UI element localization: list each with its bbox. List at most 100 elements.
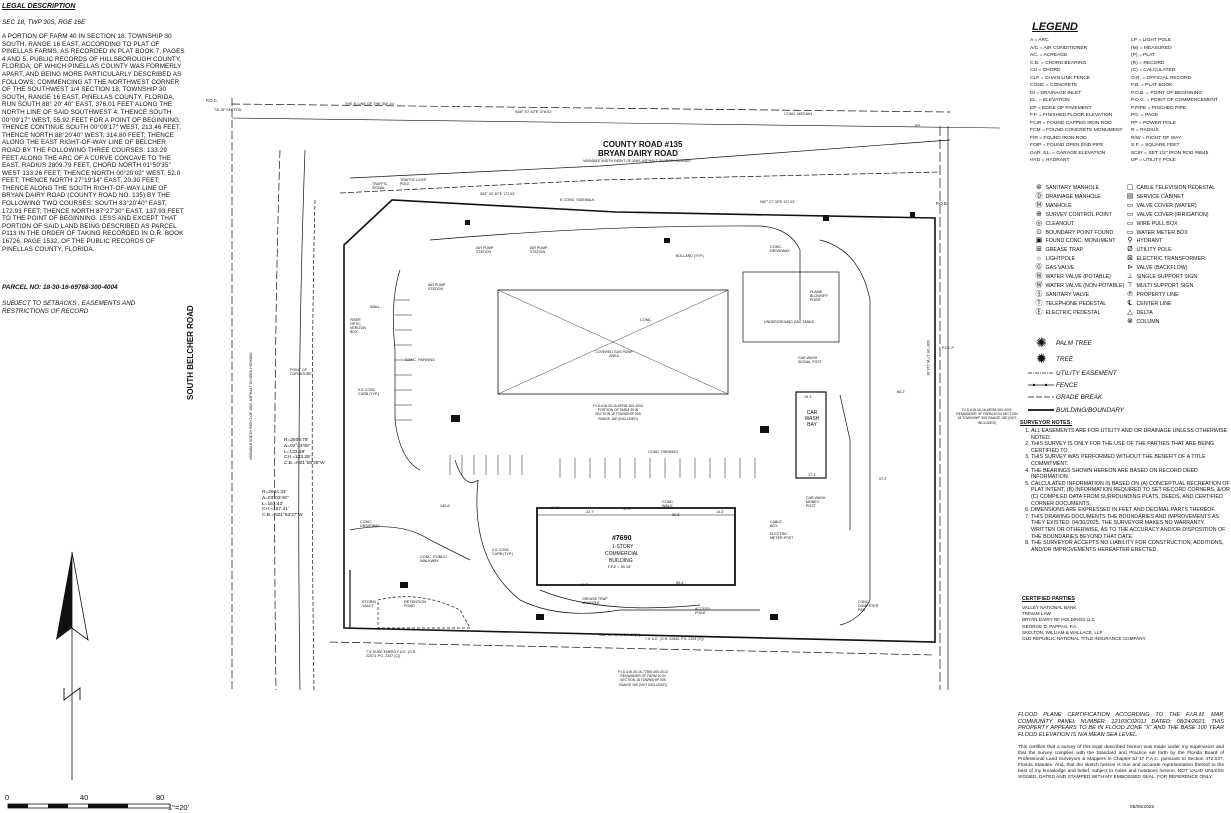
conc-walk-label: CONC. WALK	[662, 500, 675, 508]
curve-data-line: Δ=03°03'49"	[262, 495, 289, 501]
legend-symbol-label: WIRE PULL BOX	[1135, 220, 1178, 227]
conc-label: CONC.	[640, 318, 653, 322]
scale-eighty: 80	[156, 793, 165, 802]
legend-symbol-item: Ⓔ ELECTRIC PEDESTAL	[1034, 309, 1134, 318]
dim-55-4: 55.4'	[676, 581, 685, 585]
building-use: COMMERCIAL	[605, 551, 639, 557]
dim-17-2: 17.2'	[623, 507, 632, 511]
legend-symbol-item: ⚲ HYDRANT	[1125, 237, 1231, 246]
legend-symbol-label: ELECTRIC TRANSFORMER	[1135, 256, 1205, 263]
legend-symbol-item: ▭ VALVE COVER (WATER)	[1125, 202, 1231, 211]
legend-symbol-item: ⊥ SINGLE SUPPORT SIGN	[1125, 273, 1231, 282]
scale-zero: 0	[5, 793, 10, 802]
legend-symbol-label: VALVE (BACKFLOW)	[1135, 265, 1188, 272]
legend-symbol-label: VALVE COVER (IRRIGATION)	[1135, 211, 1209, 218]
curve-data-line: R=2944.33'	[262, 490, 287, 495]
legend-symbol-icon: Ⓦ	[1035, 273, 1043, 281]
building-stories: 1-STORY	[612, 544, 634, 550]
air-pump-2: AIR PUMP STATION	[476, 246, 494, 254]
legend-symbol-icon: ⊳	[1127, 264, 1133, 272]
curve-data-line: Δ=02°43'08"	[284, 443, 311, 449]
legend-symbol-item: ⊗ COLUMN	[1125, 318, 1231, 327]
legend-symbol-item: Ⓜ MANHOLE	[1034, 202, 1134, 211]
legend-symbol-icon: Ⓖ	[1035, 264, 1043, 272]
bollard-label: BOLLARD (TYP.)	[676, 254, 704, 258]
legal-section-line: SEC 18, TWP 30S, RGE 16E	[2, 19, 86, 26]
electric-meter-label: ELECTRIC METER POST	[770, 532, 794, 540]
legend-symbol-item: ☼ LIGHTPOLE	[1034, 255, 1134, 264]
legend-symbol-label: LIGHTPOLE	[1044, 256, 1076, 263]
parcel-east-label: P.I.D.#18-30-16-69768-300-4002 REMAINDER…	[956, 408, 1018, 425]
tree-icon: ✹	[1036, 351, 1047, 366]
legend-symbol-icon: ☼	[1035, 255, 1043, 263]
legend-abbrev-item: EL. = ELEVATION	[1030, 98, 1070, 103]
legend-abbrev-item: P.O.C. = POINT OF COMMENCEMENT	[1131, 98, 1218, 103]
sidewalk-label: 6' CONC. SIDEWALK	[560, 198, 595, 202]
dim-44-7: 44.7'	[580, 583, 589, 587]
legend-symbol-icon: Ⓔ	[1035, 308, 1043, 316]
dim-66-2: 66.2'	[897, 390, 906, 394]
legend-symbol-item: ⊳ VALVE (BACKFLOW)	[1125, 264, 1231, 273]
legend-symbol-icon: ⊠	[1127, 255, 1133, 263]
legend-symbol-item: ▭ WIRE PULL BOX	[1125, 220, 1231, 229]
pclp-label: P.C.L.P.	[942, 346, 955, 350]
conc-public-walkway: CONC. PUBLIC WALKWAY	[420, 555, 448, 563]
dim-140-6: 140.6'	[440, 504, 451, 508]
legend-abbrev-item: C.B. = CHORD BEARING	[1030, 60, 1087, 66]
top-bearing-label: S88° 20' 40"E 376.01'	[515, 110, 552, 114]
canopy-label: COVERED GAS PUMP AREA	[595, 350, 633, 358]
certified-party: GEORGE D. PAPPAS, P.A.	[1022, 623, 1078, 629]
legend-abbrev-item: PP = POWER POLE	[1131, 120, 1176, 126]
curve-data-line: C.B.=N01°53'27"W	[262, 513, 303, 519]
dim-57-2: 57.2'	[879, 477, 888, 481]
legend-abbrev-item: CH = CHORD	[1030, 68, 1061, 73]
dumpster-pad-label: CONC. DUMPSTER PAD	[858, 600, 879, 612]
legend-symbol-item: ℄ CENTER LINE	[1125, 300, 1231, 309]
legend-symbol-label: HYDRANT	[1135, 238, 1163, 245]
road-description: VARIABLE WIDTH RIGHT-OF-WAY, ASPHALT DIV…	[583, 159, 691, 163]
certified-party: VALLEY NATIONAL BANK	[1022, 605, 1077, 610]
legend-palm-tree: PALM TREE	[1056, 340, 1092, 347]
legend-symbol-icon: Ⓢ	[1035, 290, 1043, 298]
curve-data-line: C.B.=N01°50'35"W	[284, 461, 325, 467]
legend-abbrev-item: O.R. = OFFICIAL RECORD	[1131, 75, 1192, 81]
dim-14-2: 14.2'	[716, 510, 725, 514]
legend-line-3: BUILDING/BOUNDARY	[1056, 407, 1124, 414]
legend-symbol-icon: ⊛	[1036, 184, 1042, 191]
flood-certification: FLOOD PLANE CERTIFICATION ACCORDING TO T…	[1018, 712, 1224, 739]
legend-symbol-icon: ▭	[1126, 210, 1134, 218]
curve-data-line: L=157.43'	[262, 501, 284, 507]
legend-abbrev-item: A/C = AIR CONDITIONER	[1030, 45, 1088, 51]
curve-data-line: CH.=133.26'	[284, 455, 311, 461]
legend-abbrev-item: FOIP = FOUND OPEN END PIPE	[1030, 143, 1104, 148]
legend-symbol-item: ⊠ ELECTRIC TRANSFORMER	[1125, 255, 1231, 264]
legend-symbol-label: VALVE COVER (WATER)	[1135, 202, 1197, 209]
legend-symbol-item: ▣ FOUND CONC. MONUMENT	[1034, 237, 1134, 246]
scale-ratio: 1"=20'	[168, 803, 189, 812]
legend-abbrev-item: PG. = PAGE	[1131, 113, 1159, 118]
legend-symbol-label: FOUND CONC. MONUMENT	[1044, 238, 1116, 245]
east-bearing-label: S00° 09' 17"W 213.46'	[926, 340, 930, 376]
conc-parking-center: CONC. PARKING	[648, 450, 679, 454]
legend-symbol-icon: ▢	[1126, 184, 1134, 191]
storm-vault-label: STORM VAULT	[362, 600, 376, 608]
ep-label: EP	[915, 124, 921, 128]
legend-abbrev-item: SCIR = SET 1/2" IRON ROD #6545	[1131, 150, 1209, 156]
legend-abbrev-item: R/W = RIGHT OF WAY	[1131, 135, 1182, 141]
legend-symbols-right: ▢ CABLE TELEVISION PEDESTAL▤ SERVICE CAB…	[1125, 184, 1231, 327]
certified-parties-title: CERTIFIED PARTIES	[1022, 596, 1075, 602]
scale-forty: 40	[80, 793, 89, 802]
curve-data-line: R=2809.79'	[284, 438, 309, 443]
legend-symbol-label: UTILITY POLE	[1135, 247, 1172, 254]
legend-abbrev-item: (C) = CALCULATED	[1131, 68, 1176, 73]
surveyor-notes-title: SURVEYOR NOTES:	[1020, 420, 1073, 426]
curve-data-line: CH.=157.41'	[262, 507, 289, 513]
legend-abbrev-item: DI = DRAINAGE INLET	[1030, 90, 1082, 96]
north-arrow	[56, 551, 89, 780]
air-pump-3: AIR PUMP STATION	[530, 246, 548, 254]
carwash-signal-label: CAR WASH SIGNAL POST	[798, 356, 822, 364]
surveyor-note: THE SURVEYOR ACCEPTS NO LIABILITY FOR CO…	[1031, 540, 1230, 553]
dim-14-8: 14.8'	[551, 506, 560, 510]
legend-symbol-icon: Ⓓ	[1035, 192, 1043, 200]
